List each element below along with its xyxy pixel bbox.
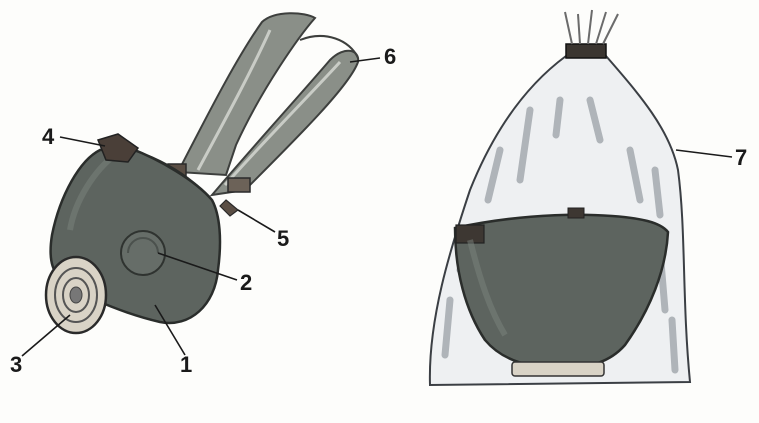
- label-valve: 2: [240, 270, 252, 295]
- label-body: 1: [180, 352, 192, 377]
- head-straps: [178, 13, 358, 195]
- bag-gather: [565, 10, 618, 44]
- filter-cartridge: [46, 257, 106, 333]
- label-bag: 7: [735, 145, 747, 170]
- label-filter: 3: [10, 352, 22, 377]
- inner-filter-rim: [512, 362, 604, 376]
- strap-buckle-right: [228, 178, 250, 192]
- label-buckle: 5: [277, 226, 289, 251]
- inner-nose-clip: [568, 208, 584, 218]
- label-straps: 6: [384, 44, 396, 69]
- mask-in-bag: [430, 10, 690, 385]
- label-nose-clip: 4: [42, 124, 55, 149]
- respirator: [46, 13, 358, 333]
- bag-tie: [566, 44, 606, 58]
- buckle-clip: [220, 200, 238, 216]
